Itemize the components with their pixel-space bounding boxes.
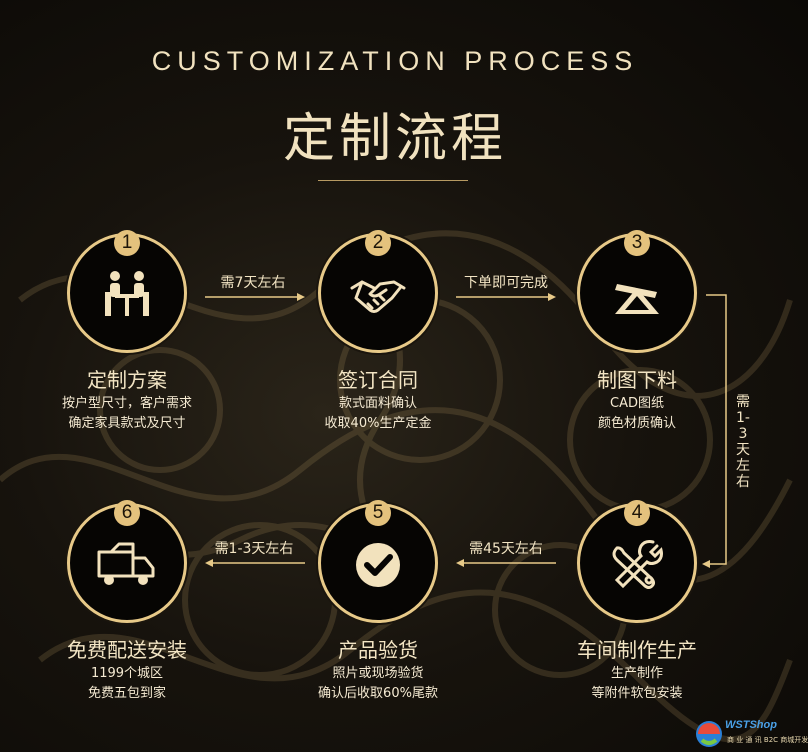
drafting-tools-icon — [615, 284, 659, 314]
step-5-circle: 5 — [318, 500, 438, 623]
handshake-icon — [350, 280, 406, 313]
step-1-circle: 1 — [67, 230, 187, 353]
step-6-title: 免费配送安装 — [67, 638, 187, 662]
arrow-down-connector-icon — [702, 294, 727, 568]
arrow-left-icon — [456, 559, 556, 567]
step-number-badge: 3 — [624, 230, 650, 256]
step-3-circle: 3 — [577, 230, 697, 353]
checkmark-icon — [356, 543, 400, 587]
step-number-badge: 4 — [624, 500, 650, 526]
page-title: 定制流程 — [282, 109, 507, 169]
step-1-title: 定制方案 — [87, 368, 167, 392]
step-number-badge: 5 — [365, 500, 391, 526]
arrow-right-icon — [456, 293, 556, 301]
step-number-badge: 6 — [114, 500, 140, 526]
meeting-icon — [105, 271, 149, 316]
step-3-title: 制图下料 — [597, 368, 677, 392]
step-5-desc: 照片或现场验货 确认后收取60%尾款 — [318, 666, 438, 701]
step-3-desc: CAD图纸 颜色材质确认 — [597, 396, 676, 431]
arrow-label-2-3: 下单即可完成 — [464, 275, 548, 291]
step-6-desc: 1199个城区 免费五包到家 — [87, 666, 166, 701]
step-2-circle: 2 — [318, 230, 438, 353]
step-2-title: 签订合同 — [338, 368, 418, 392]
tools-icon — [612, 540, 663, 589]
truck-icon — [97, 542, 155, 585]
step-6-circle: 6 — [67, 500, 187, 623]
watermark-tagline: 商 业 通 讯 B2C 商城开发 — [727, 736, 808, 744]
arrow-left-icon — [205, 559, 305, 567]
arrow-label-5-6: 需1-3天左右 — [214, 541, 294, 557]
subtitle-en: CUSTOMIZATION PROCESS — [151, 46, 639, 76]
step-4-desc: 生产制作 等附件软包安装 — [591, 666, 683, 701]
arrow-label-4-5: 需45天左右 — [469, 541, 543, 557]
watermark-brand: WSTShop — [725, 719, 777, 731]
arrow-right-icon — [205, 293, 305, 301]
step-2-desc: 款式面料确认 收取40%生产定金 — [324, 396, 432, 431]
arrow-label-1-2: 需7天左右 — [220, 275, 286, 291]
step-number-badge: 2 — [365, 230, 391, 256]
title-divider — [318, 180, 468, 181]
arrow-label-3-4: 需1-3天左右 — [736, 394, 750, 490]
step-4-circle: 4 — [577, 500, 697, 623]
step-5-title: 产品验货 — [338, 638, 418, 662]
wstshop-logo-icon — [696, 721, 722, 747]
step-4-title: 车间制作生产 — [577, 638, 697, 662]
step-number-badge: 1 — [114, 230, 140, 256]
step-1-desc: 按户型尺寸，客户需求 确定家具款式及尺寸 — [61, 396, 192, 431]
